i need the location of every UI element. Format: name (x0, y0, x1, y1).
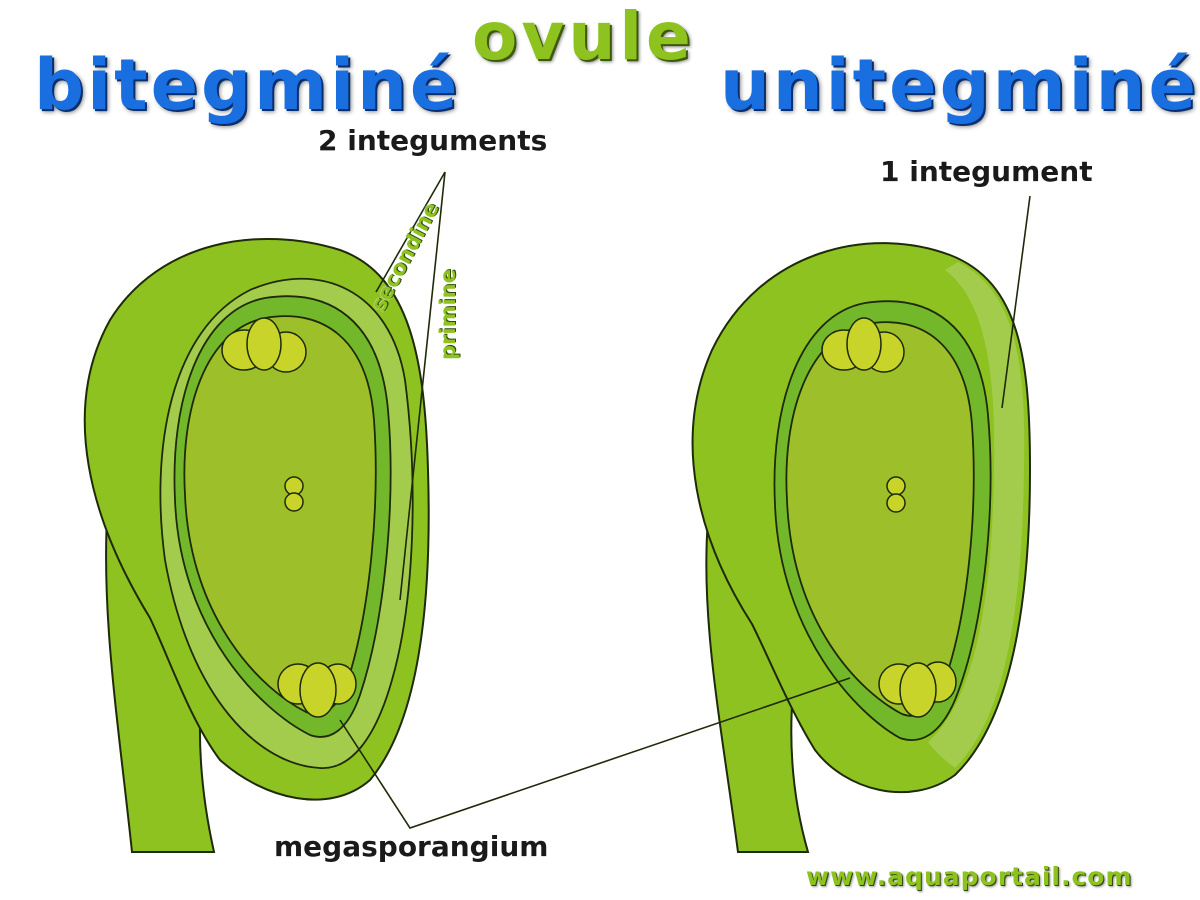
nucleus (886, 493, 906, 513)
watermark: www.aquaportail.com (806, 862, 1133, 891)
top-cell-cluster-right (821, 317, 905, 373)
bitegmine-ovule (83, 237, 430, 853)
bottom-cell-cluster-right (878, 661, 957, 718)
leader-secondine (375, 171, 446, 293)
leader-megasporangium (339, 677, 851, 829)
cell (846, 317, 882, 371)
top-cell-cluster-left (221, 317, 307, 373)
nucleus (886, 476, 906, 496)
title-unitegmine: unitegminé (720, 44, 1199, 126)
cell (899, 662, 937, 718)
cell (299, 662, 337, 718)
leader-primine (399, 171, 446, 601)
bottom-cell-cluster-left (277, 662, 357, 718)
leader-1-integument (1001, 195, 1031, 409)
label-2-integuments: 2 integuments (318, 124, 548, 157)
title-ovule: ovule (472, 0, 695, 75)
nucleus (284, 492, 304, 512)
label-primine: primine (436, 269, 460, 360)
polar-nuclei-left (284, 476, 304, 512)
cell (246, 317, 282, 371)
unitegmine-ovule (691, 242, 1032, 853)
polar-nuclei-right (886, 476, 906, 513)
leader-lines (339, 171, 1031, 829)
label-megasporangium: megasporangium (274, 830, 549, 863)
label-1-integument: 1 integument (880, 155, 1093, 188)
integument-inner-band-right (928, 262, 1025, 768)
title-bitegmine: bitegminé (34, 44, 461, 126)
